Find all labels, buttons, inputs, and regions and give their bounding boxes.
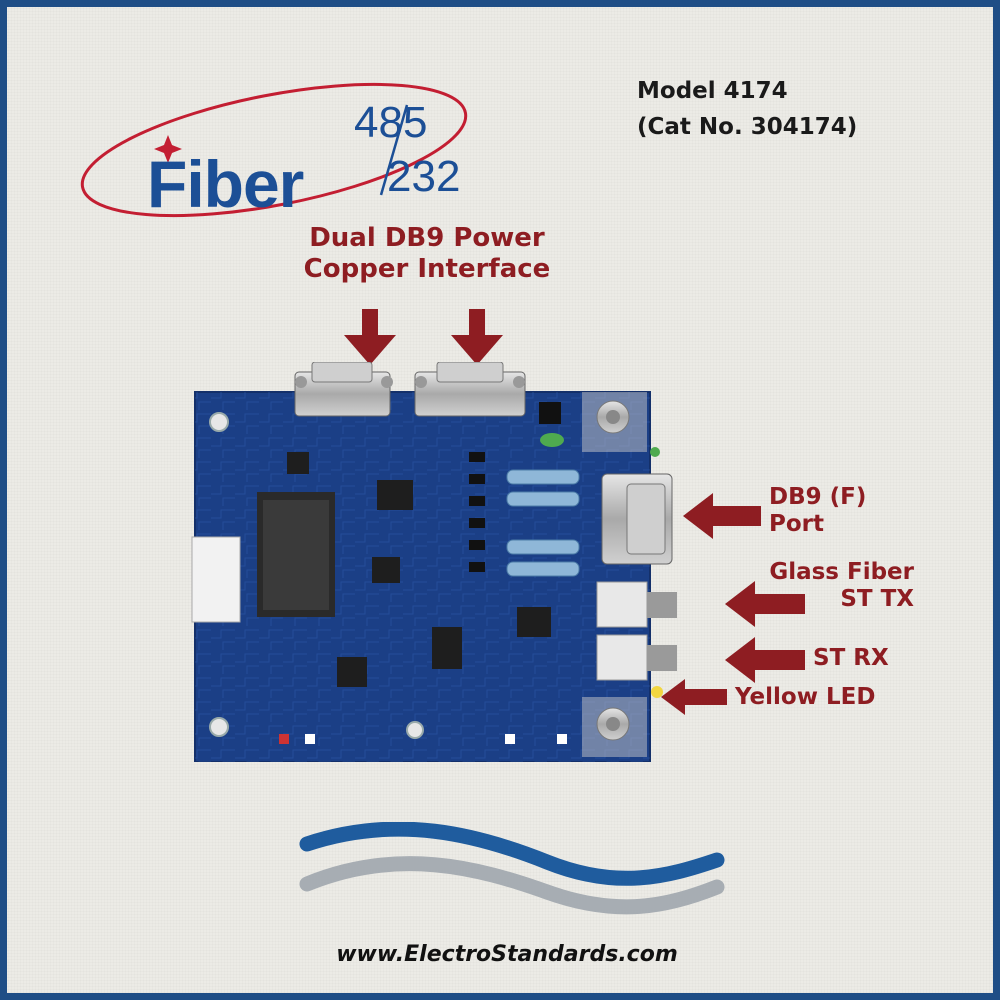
- callout-fiber-line1: Glass Fiber: [769, 559, 914, 585]
- callout-yellow-led: Yellow LED: [735, 684, 876, 710]
- callout-dual-db9-line2: Copper Interface: [303, 253, 551, 284]
- callout-glass-fiber: Glass Fiber ST TX: [764, 559, 914, 613]
- logo-number-bottom: 232: [387, 152, 461, 201]
- callout-db9-line2: Port: [769, 511, 824, 538]
- circuit-board-image: [191, 362, 677, 762]
- arrow-down-right-icon: [451, 309, 503, 365]
- callout-dual-db9-line1: Dual DB9 Power: [309, 223, 545, 253]
- fiber-485-232-logo: Fiber 485 232: [69, 65, 479, 225]
- callout-db9-port: DB9 (F) Port: [769, 484, 866, 538]
- logo-swoosh-ellipse: [80, 82, 468, 218]
- website-url[interactable]: www.ElectroStandards.com: [336, 942, 678, 967]
- arrow-left-st-rx-icon: [725, 637, 805, 683]
- catalog-number: (Cat No. 304174): [637, 114, 858, 140]
- callout-db9-line1: DB9 (F): [769, 484, 867, 510]
- callout-fiber-line2: ST TX: [840, 586, 914, 613]
- logo-number-top: 485: [354, 98, 428, 147]
- arrow-left-st-tx-icon: [725, 581, 805, 627]
- wave-graphic: [299, 822, 725, 915]
- arrow-down-left-icon: [344, 309, 396, 365]
- callout-dual-db9: Dual DB9 Power Copper Interface: [277, 223, 577, 284]
- model-info: Model 4174 (Cat No. 304174): [637, 73, 857, 145]
- arrow-left-db9-icon: [683, 493, 761, 539]
- arrow-left-led-icon: [661, 679, 727, 715]
- model-number: Model 4174: [637, 78, 788, 104]
- logo-word: Fiber: [147, 147, 304, 221]
- callout-st-rx: ST RX: [813, 645, 889, 671]
